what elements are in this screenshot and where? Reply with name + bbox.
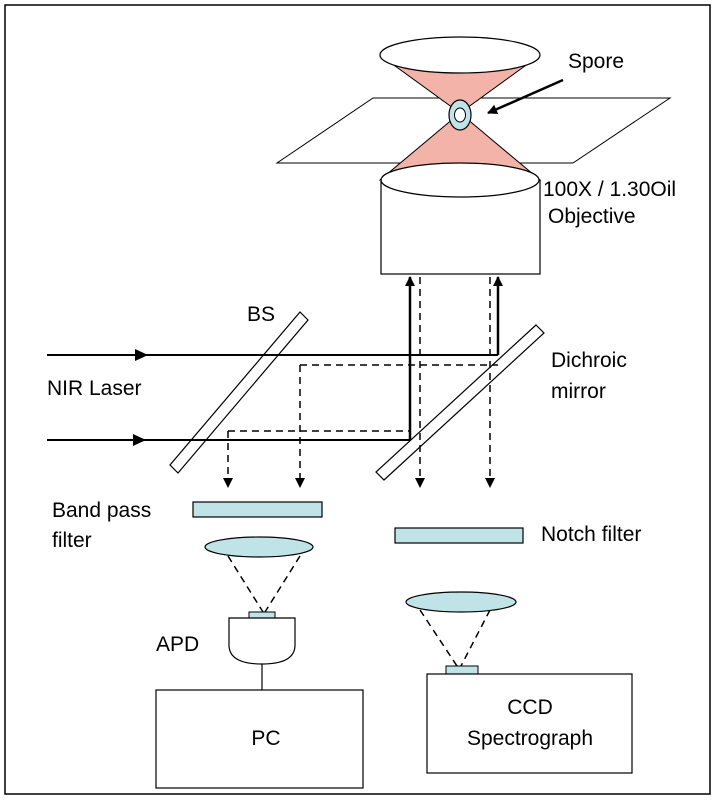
- dichroic-label-line2: mirror: [551, 380, 606, 403]
- arrowhead-dichroic-right: [485, 478, 495, 488]
- spore-label: Spore: [568, 50, 624, 73]
- return-light-paths: [227, 277, 498, 667]
- diagram-frame: [4, 4, 711, 795]
- detector-lens-right: [405, 591, 517, 613]
- apd-window: [248, 611, 276, 619]
- arrowhead-dichroic-left: [415, 478, 425, 488]
- bs-label: BS: [247, 303, 275, 326]
- objective-top-ellipse: [380, 162, 540, 198]
- band-pass-label-line1: Band pass: [52, 499, 151, 522]
- apd-label: APD: [156, 633, 199, 656]
- notch-filter-label: Notch filter: [541, 523, 641, 546]
- objective-label-line2: Objective: [548, 205, 636, 228]
- notch-filter: [394, 527, 524, 544]
- band-pass-label-line2: filter: [52, 529, 92, 552]
- band-pass-filter: [192, 501, 323, 518]
- ccd-label-line1: CCD: [507, 696, 553, 719]
- objective-label-line1: 100X / 1.30Oil: [543, 178, 676, 201]
- spore-inner: [454, 107, 466, 123]
- apd-detector: [228, 617, 296, 665]
- arrowhead-bs-right: [295, 478, 305, 488]
- detector-lens-left: [204, 536, 314, 558]
- pc-label: PC: [251, 727, 280, 750]
- ccd-spectrograph-box: [426, 673, 633, 774]
- dichroic-label-line1: Dichroic: [551, 349, 627, 372]
- dichroic-mirror: [375, 324, 545, 481]
- nir-laser-label: NIR Laser: [47, 377, 142, 400]
- upper-lens-ellipse: [379, 36, 541, 74]
- spore-pointer-arrow: [487, 78, 564, 115]
- laser-arrow-lower: [133, 434, 146, 446]
- pc-box: [155, 689, 364, 789]
- ccd-window: [445, 665, 479, 675]
- beam-splitter: [169, 311, 309, 474]
- laser-arrow-upper: [135, 349, 148, 361]
- arrowhead-bs-left: [223, 478, 233, 488]
- ccd-label-line2: Spectrograph: [467, 727, 593, 750]
